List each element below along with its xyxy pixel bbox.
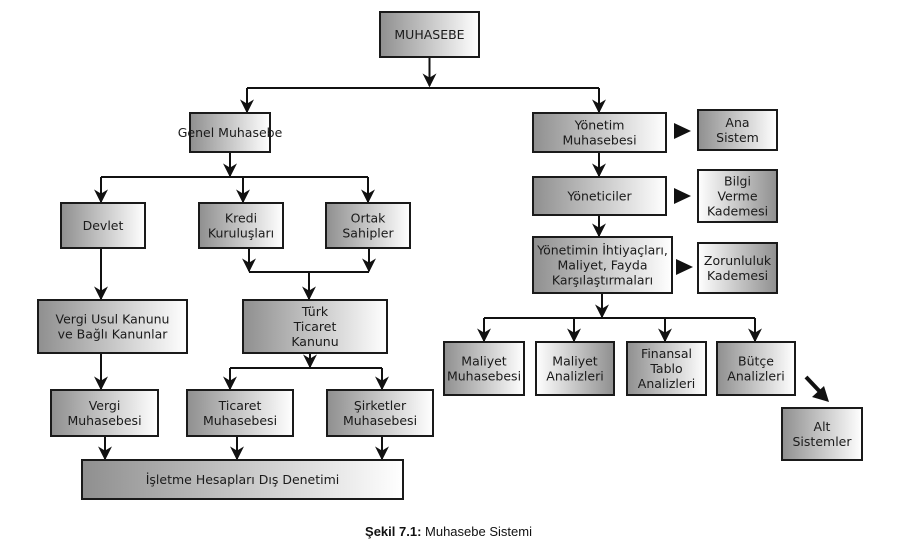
node-label: Türk (301, 304, 329, 319)
node-label: Bütçe (738, 354, 774, 369)
node-label: Analizleri (727, 369, 784, 384)
node-box (697, 169, 778, 223)
node-box (716, 341, 796, 396)
node-isletme-hesaplari-dis-denetimi: İşletme Hesapları Dış Denetimi (81, 459, 404, 500)
pointer-triangle-zorunluluk (676, 259, 693, 275)
node-box (242, 299, 388, 354)
node-label: Muhasebesi (562, 133, 636, 148)
node-box (325, 202, 411, 249)
node-label: Şirketler (354, 398, 407, 413)
node-genel-muhasebe: Genel Muhasebe (178, 112, 283, 153)
node-label: Finansal (641, 346, 692, 361)
node-label: Sahipler (342, 226, 394, 241)
node-label: ve Bağlı Kanunlar (58, 327, 169, 342)
node-box (535, 341, 615, 396)
figure-caption: Şekil 7.1: Muhasebe Sistemi (0, 524, 897, 539)
node-label: Muhasebesi (447, 369, 521, 384)
node-label: Bilgi (724, 174, 751, 189)
node-yonetimin-ihtiyaclari: Yönetimin İhtiyaçları,Maliyet, FaydaKarş… (532, 236, 673, 294)
node-box (697, 242, 778, 294)
node-label: Devlet (83, 218, 124, 233)
caption-label: Şekil 7.1: (365, 524, 422, 539)
node-label: Kademesi (707, 204, 768, 219)
node-box (532, 236, 673, 294)
node-label: Maliyet (461, 354, 506, 369)
node-box (532, 112, 667, 153)
node-label: İşletme Hesapları Dış Denetimi (146, 472, 340, 487)
node-box (189, 112, 271, 153)
node-label: Kademesi (707, 268, 768, 283)
node-box (60, 202, 146, 249)
pointer-triangle-ana-sistem (674, 123, 691, 139)
node-label: Ana (725, 115, 749, 130)
node-label: Kredi (225, 211, 257, 226)
node-label: Yönetimin İhtiyaçları, (536, 243, 668, 258)
node-label: Sistemler (793, 434, 853, 449)
node-label: Muhasebesi (67, 413, 141, 428)
node-label: Genel Muhasebe (178, 125, 283, 140)
node-box (781, 407, 863, 461)
node-label: Yönetim (574, 118, 625, 133)
connectors (94, 57, 829, 461)
diagonal-arrowhead (812, 386, 829, 402)
node-box (379, 11, 480, 58)
node-label: Ortak (351, 211, 387, 226)
node-label: Muhasebesi (203, 413, 277, 428)
caption-text: Muhasebe Sistemi (421, 524, 532, 539)
node-label: Karşılaştırmaları (552, 273, 653, 288)
node-label: Ticaret (218, 398, 262, 413)
node-label: Vergi Usul Kanunu (56, 312, 170, 327)
node-label: Muhasebesi (343, 413, 417, 428)
node-box (532, 176, 667, 216)
node-label: MUHASEBE (394, 27, 464, 42)
node-devlet: Devlet (60, 202, 146, 249)
node-muhasebe: MUHASEBE (379, 11, 480, 58)
node-label: Vergi (89, 398, 121, 413)
node-box (186, 389, 294, 437)
node-label: Sistem (716, 130, 759, 145)
node-label: Analizleri (638, 376, 695, 391)
node-box (443, 341, 525, 396)
node-box (198, 202, 284, 249)
node-label: Yöneticiler (566, 189, 632, 204)
node-box (326, 389, 434, 437)
node-box (37, 299, 188, 354)
node-label: Zorunluluk (704, 253, 772, 268)
node-box (50, 389, 159, 437)
node-label: Alt (814, 419, 831, 434)
node-label: Maliyet (552, 354, 597, 369)
node-box (697, 109, 778, 151)
node-label: Tablo (649, 361, 682, 376)
node-box (81, 459, 404, 500)
node-label: Ticaret (293, 319, 337, 334)
node-label: Analizleri (546, 369, 603, 384)
node-box (626, 341, 707, 396)
node-label: Maliyet, Fayda (557, 258, 647, 273)
node-yoneticiler: Yöneticiler (532, 176, 667, 216)
node-label: Verme (717, 189, 757, 204)
node-label: Kuruluşları (208, 226, 274, 241)
node-label: Kanunu (291, 334, 338, 349)
pointer-triangle-bilgi-verme (674, 188, 691, 204)
